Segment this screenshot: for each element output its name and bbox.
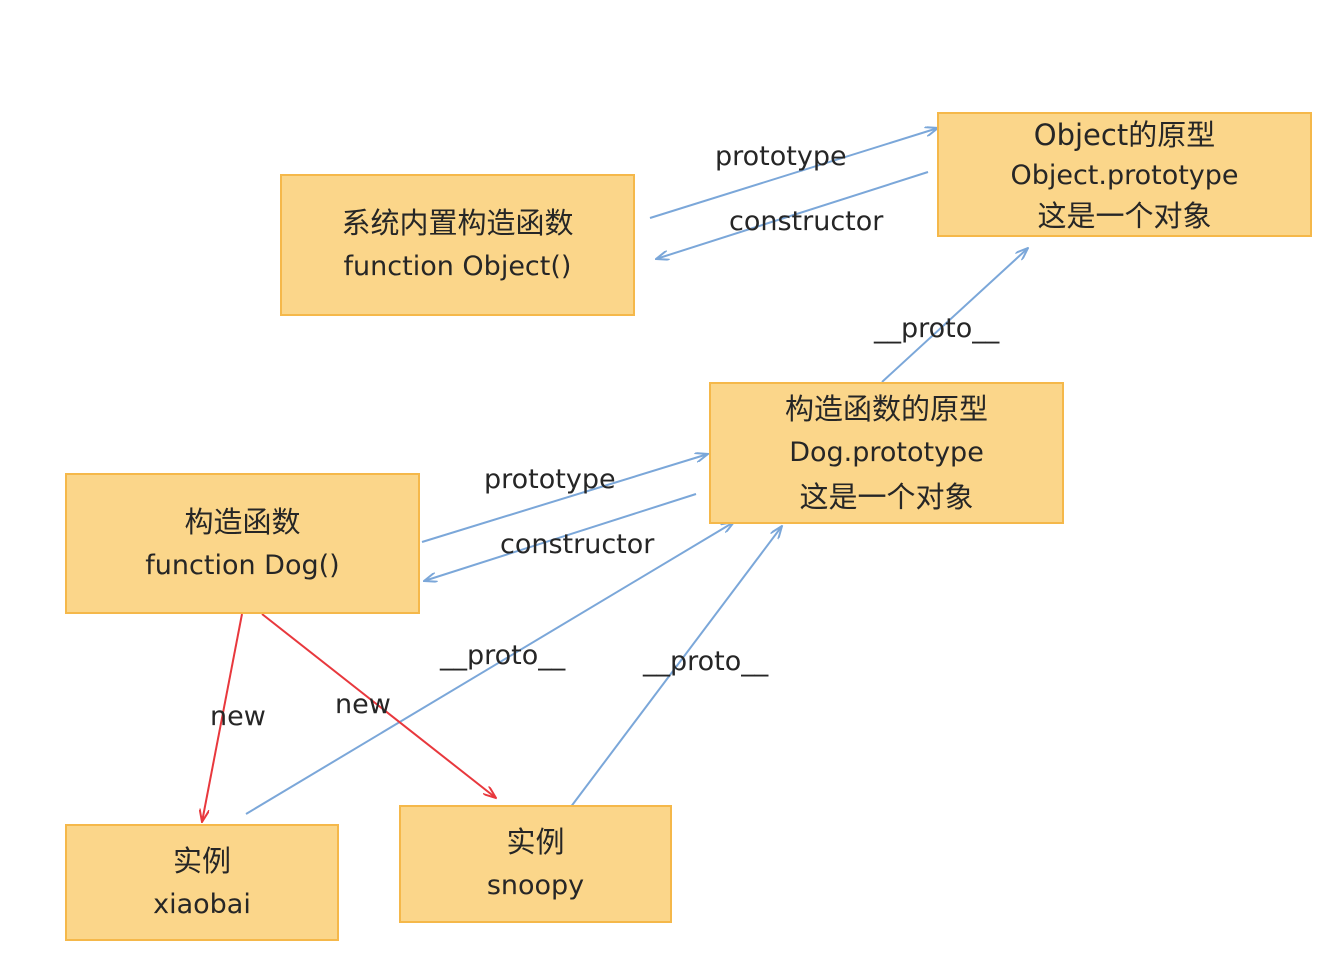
label-dog-prototype: prototype: [484, 464, 616, 495]
label-dogproto-proto: __proto__: [874, 313, 1000, 344]
node-snoopy-title: 实例: [506, 825, 565, 859]
label-xiaobai-proto: __proto__: [440, 640, 566, 671]
node-dog-constructor-code: function Dog(): [145, 549, 340, 581]
arrow-new-xiaobai: [202, 613, 243, 822]
arrow-xiaobai-proto: [245, 522, 734, 815]
label-object-prototype: prototype: [715, 141, 847, 172]
node-dog-prototype-title: 构造函数的原型: [784, 392, 988, 426]
node-dog-prototype: 构造函数的原型 Dog.prototype 这是一个对象: [709, 382, 1064, 524]
arrow-dog-prototype: [421, 454, 708, 543]
label-new-snoopy: new: [335, 689, 391, 720]
node-object-prototype-title: Object的原型: [1033, 117, 1216, 152]
node-object-prototype-desc: 这是一个对象: [1037, 198, 1212, 233]
label-new-xiaobai: new: [210, 701, 266, 732]
node-dog-constructor-title: 构造函数: [184, 504, 301, 539]
node-object-constructor: 系统内置构造函数 function Object(): [280, 174, 635, 316]
arrow-new-snoopy: [261, 613, 496, 798]
node-object-prototype: Object的原型 Object.prototype 这是一个对象: [937, 112, 1312, 237]
arrow-dog-constructor: [424, 493, 697, 581]
arrow-dogproto-proto: [881, 248, 1028, 383]
node-dog-prototype-desc: 这是一个对象: [799, 480, 974, 514]
node-xiaobai-name: xiaobai: [153, 888, 251, 920]
label-object-constructor: constructor: [729, 206, 884, 237]
label-snoopy-proto: __proto__: [643, 646, 769, 677]
arrow-snoopy-proto: [569, 526, 782, 809]
node-object-constructor-title: 系统内置构造函数: [341, 206, 574, 240]
node-dog-constructor: 构造函数 function Dog(): [65, 473, 420, 614]
node-object-constructor-code: function Object(): [343, 251, 572, 282]
arrow-object-prototype: [649, 128, 938, 219]
node-instance-xiaobai: 实例 xiaobai: [65, 824, 339, 941]
node-object-prototype-code: Object.prototype: [1010, 159, 1239, 191]
node-xiaobai-title: 实例: [172, 843, 231, 878]
label-dog-constructor: constructor: [500, 529, 655, 560]
arrow-object-constructor: [656, 171, 929, 259]
node-snoopy-name: snoopy: [486, 870, 585, 901]
node-dog-prototype-code: Dog.prototype: [789, 437, 984, 468]
node-instance-snoopy: 实例 snoopy: [399, 805, 672, 923]
